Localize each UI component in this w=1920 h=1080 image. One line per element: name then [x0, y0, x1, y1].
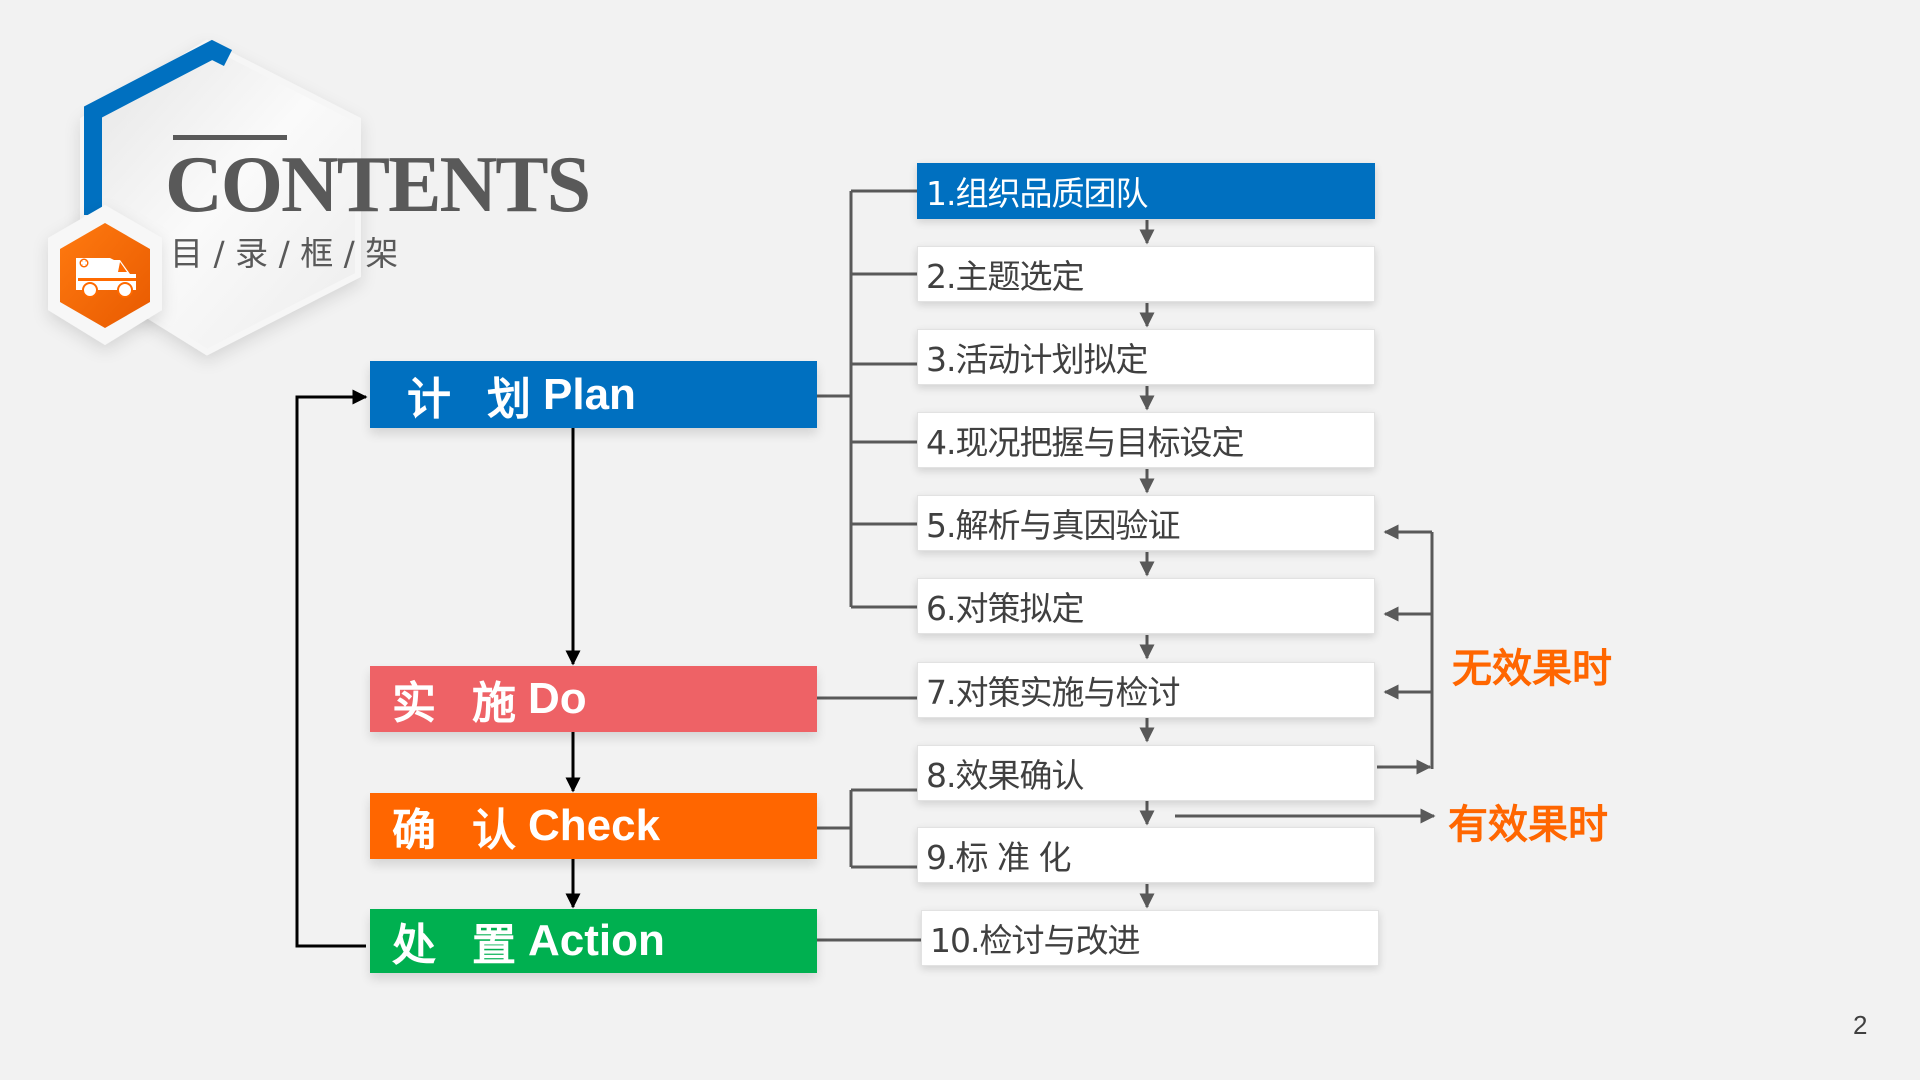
no-effect-label: 无效果时	[1452, 646, 1612, 692]
title-rule	[173, 135, 287, 140]
step-10[interactable]: 10.检讨与改进	[921, 910, 1379, 966]
step-5[interactable]: 5.解析与真因验证	[917, 495, 1375, 551]
phase-action-cn1: 处	[392, 920, 436, 971]
page-subtitle: 目 / 录 / 框 / 架	[170, 234, 399, 273]
action-to-plan-loop	[295, 389, 368, 948]
phase-check-cn1: 确	[392, 805, 436, 856]
ambulance-icon	[76, 258, 136, 298]
phase-check-en: Check	[528, 801, 661, 850]
step-9[interactable]: 9.标 准 化	[917, 827, 1375, 883]
blue-hexagon-stroke	[84, 39, 233, 215]
phase-do-cn1: 实	[392, 678, 436, 729]
step-3[interactable]: 3.活动计划拟定	[917, 329, 1375, 385]
step-6[interactable]: 6.对策拟定	[917, 578, 1375, 634]
step-2[interactable]: 2.主题选定	[917, 246, 1375, 302]
phase-check-cn2: 认	[472, 805, 516, 856]
phase-plan-cn2: 划	[487, 373, 531, 425]
phase-plan-en: Plan	[543, 369, 636, 419]
page-title: CONTENTS	[165, 141, 591, 229]
phase-do-en: Do	[528, 674, 587, 723]
phase-action-cn2: 置	[472, 920, 516, 971]
phase-do-cn2: 施	[472, 678, 516, 729]
effective-label: 有效果时	[1448, 802, 1608, 848]
phase-action-en: Action	[528, 916, 665, 965]
step-1[interactable]: 1.组织品质团队	[917, 163, 1375, 219]
page-number: 2	[1853, 1010, 1868, 1040]
phase-plan-cn1: 计	[407, 373, 451, 425]
step-7[interactable]: 7.对策实施与检讨	[917, 662, 1375, 718]
step-8[interactable]: 8.效果确认	[917, 745, 1375, 801]
step-4[interactable]: 4.现况把握与目标设定	[917, 412, 1375, 468]
header-hexagon-decoration	[48, 39, 361, 356]
